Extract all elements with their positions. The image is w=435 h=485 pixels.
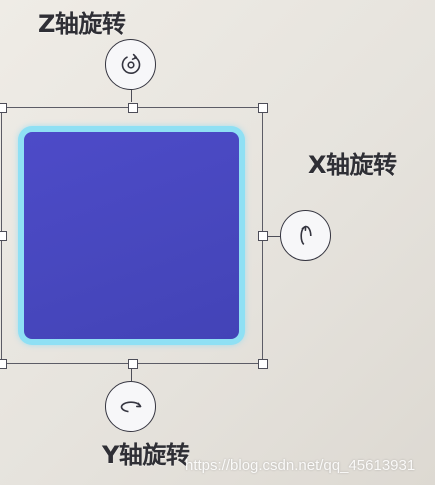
resize-handle-top-left[interactable]	[0, 103, 7, 113]
resize-handle-bottom-center[interactable]	[128, 359, 138, 369]
resize-handle-middle-right[interactable]	[258, 231, 268, 241]
selected-shape[interactable]	[18, 126, 245, 345]
resize-handle-middle-left[interactable]	[0, 231, 7, 241]
rotate-y-icon	[120, 400, 141, 413]
x-rotation-connector	[268, 236, 280, 237]
z-rotation-label: Z轴旋转	[38, 10, 126, 38]
resize-handle-bottom-left[interactable]	[0, 359, 7, 369]
y-rotation-label: Y轴旋转	[102, 441, 190, 469]
y-rotation-handle[interactable]	[105, 381, 156, 432]
shape-fill	[24, 132, 239, 339]
resize-handle-top-right[interactable]	[258, 103, 268, 113]
z-rotation-handle[interactable]	[105, 39, 156, 90]
z-rotation-connector	[131, 89, 132, 102]
x-rotation-label: X轴旋转	[308, 151, 397, 179]
rotate-x-icon	[299, 225, 312, 246]
y-rotation-connector	[131, 369, 132, 381]
resize-handle-top-center[interactable]	[128, 103, 138, 113]
rotate-z-icon	[121, 53, 140, 74]
watermark-text: https://blog.csdn.net/qq_45613931	[185, 457, 416, 474]
x-rotation-handle[interactable]	[280, 210, 331, 261]
resize-handle-bottom-right[interactable]	[258, 359, 268, 369]
selection-box	[0, 103, 268, 369]
